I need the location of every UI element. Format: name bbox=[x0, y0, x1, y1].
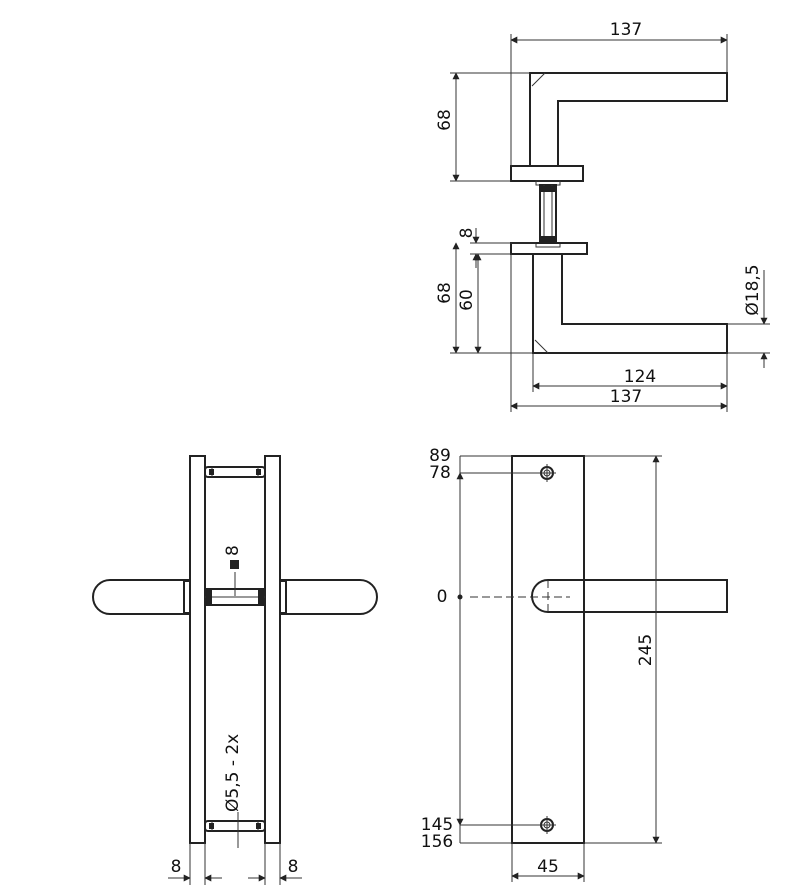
right-plate bbox=[264, 455, 281, 844]
dim-rose-thickness: 8 bbox=[457, 228, 477, 239]
dim-right-plate: 8 bbox=[288, 857, 299, 877]
dim-inner-width: 124 bbox=[624, 367, 656, 387]
front-handle bbox=[531, 579, 728, 613]
dim-lower-height: 68 bbox=[435, 282, 455, 304]
dim-overall-width: 137 bbox=[610, 20, 642, 40]
right-handle bbox=[280, 579, 378, 615]
lower-handle-chamfer bbox=[534, 339, 549, 354]
lower-rose bbox=[510, 242, 588, 255]
dim-width: 45 bbox=[537, 857, 559, 877]
top-screw bbox=[538, 464, 556, 482]
top-view: 137 68 8 68 60 Ø18,5 124 137 bbox=[435, 20, 770, 412]
upper-handle-chamfer bbox=[531, 72, 546, 87]
left-plate bbox=[189, 455, 206, 844]
dim-bottom-width: 137 bbox=[610, 387, 642, 407]
dim-145: 145 bbox=[421, 815, 453, 835]
dim-screw: Ø5,5 - 2x bbox=[223, 734, 243, 812]
left-handle bbox=[92, 579, 190, 615]
dim-height: 245 bbox=[636, 634, 656, 666]
lower-handle-outline bbox=[532, 254, 728, 354]
dim-156: 156 bbox=[421, 832, 453, 852]
backplate bbox=[511, 455, 585, 844]
square-spindle-symbol bbox=[230, 560, 239, 569]
dim-left-plate: 8 bbox=[171, 857, 182, 877]
upper-handle-outline bbox=[529, 72, 728, 166]
dim-diameter: Ø18,5 bbox=[743, 264, 763, 315]
upper-rose bbox=[510, 165, 584, 182]
screw-top bbox=[204, 466, 266, 478]
screw-bottom bbox=[204, 820, 266, 832]
dim-upper-height: 68 bbox=[435, 109, 455, 131]
side-view: 8 Ø5,5 - 2x 8 8 bbox=[92, 455, 378, 885]
dim-78: 78 bbox=[429, 463, 451, 483]
dim-spindle: 8 bbox=[223, 545, 243, 556]
bottom-screw bbox=[538, 816, 556, 834]
spindle bbox=[539, 184, 557, 244]
dim-0: 0 bbox=[437, 587, 448, 607]
dim-89: 89 bbox=[429, 446, 451, 466]
dim-lower-inner: 60 bbox=[457, 289, 477, 311]
front-view: 89 78 0 145 156 245 45 bbox=[421, 446, 728, 882]
